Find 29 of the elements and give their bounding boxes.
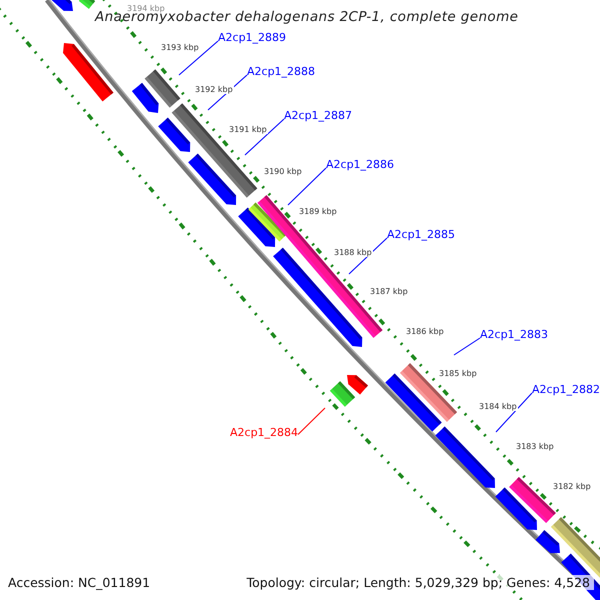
- gene-label: A2cp1_2889: [218, 31, 286, 44]
- leader-line: [454, 338, 480, 356]
- position-label: 3191 kbp: [228, 125, 268, 134]
- leader-line: [348, 238, 388, 274]
- position-label: 3183 kbp: [515, 442, 555, 451]
- position-label: 3190 kbp: [263, 167, 303, 176]
- leader-line: [178, 40, 218, 76]
- position-label: 3188 kbp: [333, 248, 373, 257]
- gene-label: A2cp1_2885: [387, 228, 456, 241]
- gene-label: A2cp1_2884: [230, 426, 298, 439]
- position-label: 3193 kbp: [160, 43, 200, 52]
- gene-label: A2cp1_2888: [247, 65, 316, 78]
- leader-line: [298, 408, 326, 435]
- genome-info-text: Accession: NC_011891: [8, 575, 150, 590]
- position-label: 3186 kbp: [405, 327, 445, 336]
- position-label: 3194 kbp: [126, 4, 166, 13]
- leader-line: [244, 118, 284, 156]
- leader-line: [496, 392, 532, 432]
- gene-label: A2cp1_2887: [284, 109, 352, 122]
- position-label: 3192 kbp: [194, 85, 234, 94]
- gene-label: A2cp1_2882: [532, 383, 600, 396]
- gene-label: A2cp1_2883: [480, 328, 548, 341]
- position-label: 3189 kbp: [298, 207, 338, 216]
- leader-line: [288, 168, 326, 206]
- position-label: 3182 kbp: [552, 482, 592, 491]
- position-label: 3185 kbp: [438, 369, 478, 378]
- gene-label: A2cp1_2886: [326, 158, 394, 171]
- position-label: 3187 kbp: [369, 287, 409, 296]
- position-label: 3184 kbp: [478, 402, 518, 411]
